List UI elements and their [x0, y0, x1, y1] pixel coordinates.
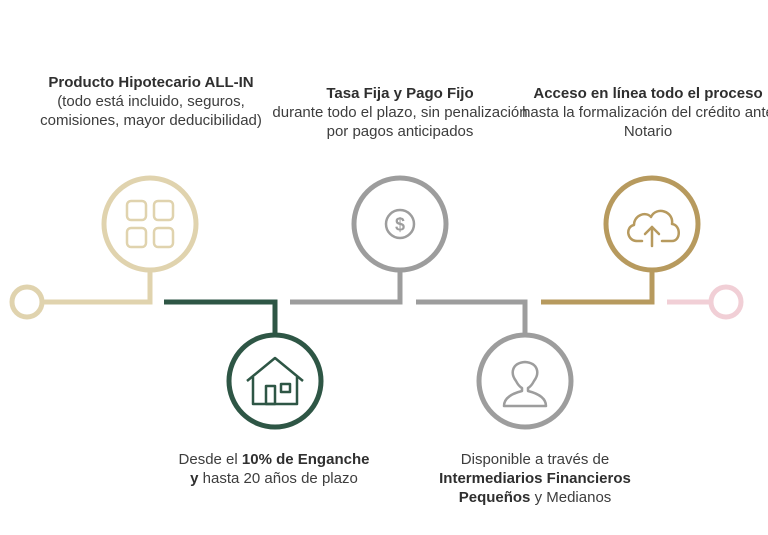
- connector-dark-green: [164, 299, 278, 335]
- step-3-description: durante todo el plazo, sin penalización …: [272, 104, 528, 140]
- connector-gold: [541, 272, 655, 305]
- step-4-description: y Medianos: [530, 489, 612, 506]
- step-1-text: Producto Hipotecario ALL-IN (todo está i…: [20, 73, 282, 130]
- step-1-description: (todo está incluido, seguros, comisiones…: [40, 93, 262, 129]
- step-2-description: hasta 20 años de plazo: [198, 470, 358, 487]
- step-2-title: 10% de Enganche y: [190, 451, 370, 487]
- svg-text:$: $: [395, 215, 405, 235]
- cloud-upload-icon: [627, 209, 680, 248]
- step-5-text: Acceso en línea todo el proceso hasta la…: [520, 84, 768, 141]
- step-circle-3: [351, 175, 449, 273]
- step-circle-2: [226, 332, 324, 430]
- timeline-start-node: [9, 284, 45, 320]
- step-4-title: Intermediarios Financieros Pequeños: [439, 470, 631, 506]
- connector-beige: [42, 272, 153, 305]
- step-5-description: hasta la formalización del crédito ante …: [522, 104, 768, 140]
- house-icon: [246, 356, 304, 406]
- step-5-title: Acceso en línea todo el proceso: [533, 85, 763, 102]
- grid-icon: [125, 199, 175, 249]
- step-circle-4: [476, 332, 574, 430]
- step-4-text: Disponible a través de Intermediarios Fi…: [408, 450, 662, 507]
- step-circle-1: [101, 175, 199, 273]
- step-4-prefix: Disponible a través de: [460, 451, 610, 468]
- step-2-prefix: Desde el: [178, 451, 242, 468]
- step-3-text: Tasa Fija y Pago Fijo durante todo el pl…: [270, 84, 530, 141]
- step-circle-5: [603, 175, 701, 273]
- step-2-text: Desde el 10% de Enganche y hasta 20 años…: [176, 450, 372, 488]
- user-icon: [502, 360, 548, 408]
- timeline-end-node: [708, 284, 744, 320]
- step-3-title: Tasa Fija y Pago Fijo: [326, 85, 474, 102]
- step-1-title: Producto Hipotecario ALL-IN: [48, 74, 254, 91]
- dollar-coin-icon: $: [384, 208, 416, 240]
- connector-gray-2: [416, 299, 528, 335]
- connector-gray-1: [290, 272, 403, 305]
